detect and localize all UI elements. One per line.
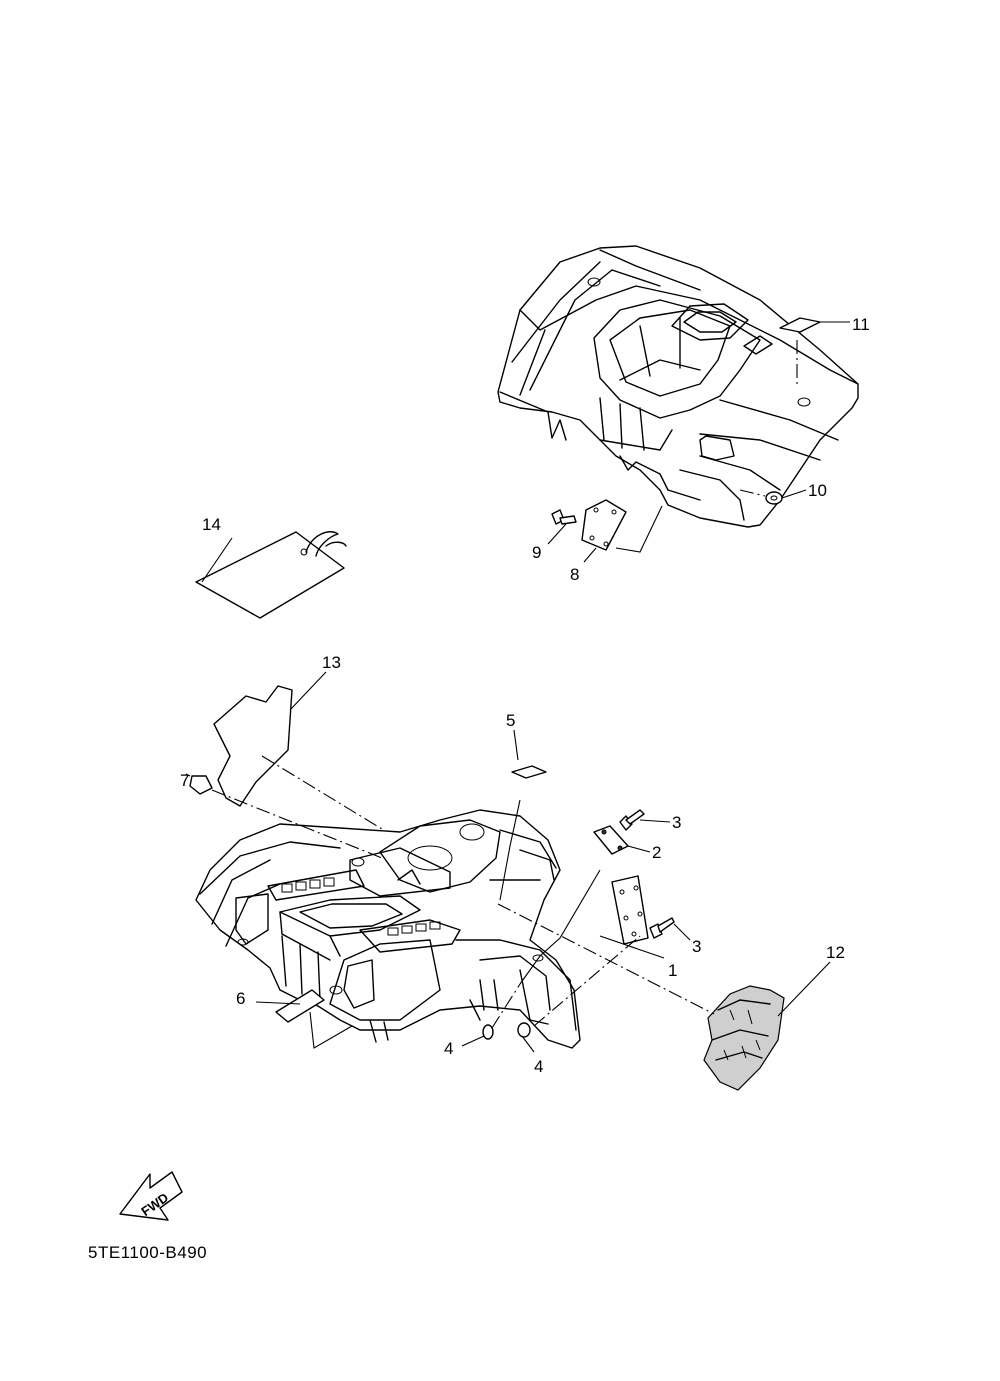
label-5	[511, 729, 547, 779]
callout-1: 1	[668, 961, 677, 980]
callouts: 1 2 3 3 4 4 5 6 7 8 9 10 11 12 13 14	[180, 315, 870, 1076]
mat-12	[703, 985, 785, 1091]
part-code: 5TE1100-B490	[88, 1243, 207, 1262]
callout-13: 13	[322, 653, 341, 672]
rivet-9	[551, 509, 577, 525]
callout-8: 8	[570, 565, 579, 584]
callout-4a: 4	[444, 1039, 453, 1058]
callout-2: 2	[652, 843, 661, 862]
emblem-7	[189, 775, 383, 859]
callout-6: 6	[236, 989, 245, 1008]
callout-3b: 3	[692, 937, 701, 956]
label-6	[275, 989, 353, 1049]
washer-4a	[482, 1024, 494, 1040]
washer-4b	[517, 1022, 531, 1038]
callout-4b: 4	[534, 1057, 543, 1076]
fwd-arrow-icon: FWD	[119, 1171, 183, 1221]
callout-14: 14	[202, 515, 221, 534]
rear-fender	[497, 245, 859, 528]
front-fender	[195, 809, 581, 1049]
callout-11: 11	[852, 315, 870, 334]
callout-5: 5	[506, 711, 515, 730]
plate-1	[611, 875, 649, 945]
callout-10: 10	[808, 481, 827, 500]
plate-8	[581, 499, 663, 553]
callout-9: 9	[532, 543, 541, 562]
rivet-3b	[649, 917, 675, 939]
callout-12: 12	[826, 943, 845, 962]
callout-leaders	[185, 321, 850, 1053]
callout-3a: 3	[672, 813, 681, 832]
washer-10	[739, 489, 783, 505]
manual-14	[195, 531, 347, 619]
sheet-13	[213, 685, 401, 841]
assembly-lines	[491, 799, 715, 1029]
callout-7: 7	[180, 771, 189, 790]
plate-2	[593, 825, 629, 855]
rivet-3a	[619, 809, 645, 831]
